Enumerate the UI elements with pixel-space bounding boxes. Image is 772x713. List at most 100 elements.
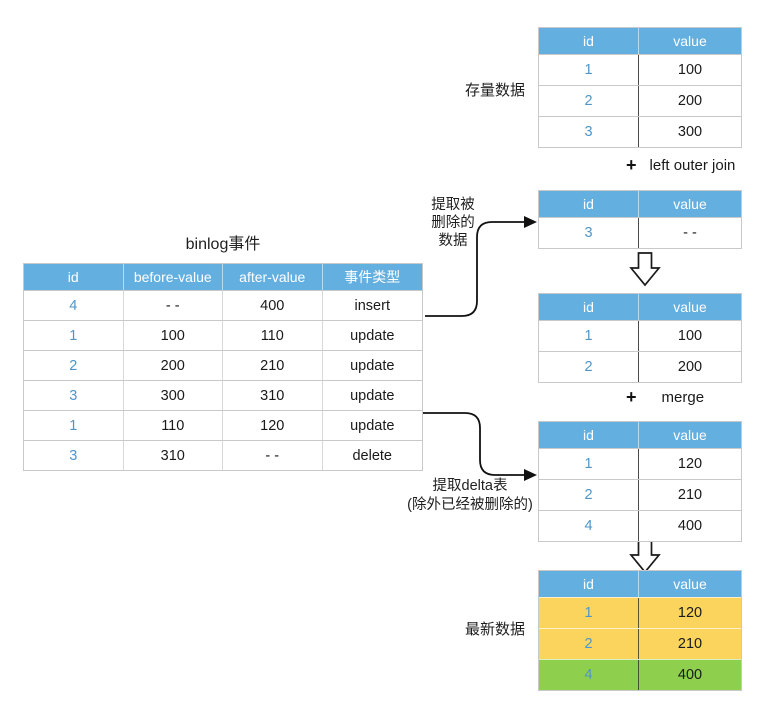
extract-delta-label: 提取delta表 (除外已经被删除的) [398, 477, 542, 515]
column-header-id: id [24, 264, 124, 290]
cell-value: 120 [677, 456, 703, 472]
delta-table: id value 1 120 2 210 4 400 [538, 421, 742, 542]
cell-after-value: 400 [223, 291, 323, 320]
cell-before-value: 110 [124, 411, 223, 440]
table-row: 1 100 [539, 54, 741, 85]
cell-after-value: - - [223, 441, 323, 470]
cell-id: 1 [539, 598, 639, 628]
table-row: 4 400 [539, 510, 741, 541]
table-row: 3 - - [539, 217, 741, 248]
plus-icon: + [626, 387, 637, 407]
column-header-id: id [539, 294, 639, 320]
cell-event-type: update [350, 417, 395, 434]
cell-value: 120 [677, 605, 703, 621]
table-row: 2 200 210 update [24, 350, 422, 380]
column-header-id: id [539, 571, 639, 597]
cell-after-value: 110 [223, 321, 323, 350]
column-header-id: id [539, 191, 639, 217]
table-header-row: id value [539, 571, 741, 597]
cell-id: 2 [539, 480, 639, 510]
cell-event-type: insert [354, 297, 390, 314]
column-header-id: id [539, 28, 639, 54]
cell-after-value: 310 [223, 381, 323, 410]
cell-id: 1 [539, 55, 639, 85]
table-row: 4 400 [539, 659, 741, 690]
cell-before-value: 300 [124, 381, 223, 410]
stock-data-table: id value 1 100 2 200 3 300 [538, 27, 742, 148]
cell-value: 200 [677, 359, 703, 375]
left-outer-join-operator: + left outer join [626, 155, 735, 175]
extract-delta-line: (除外已经被删除的) [407, 497, 533, 513]
extract-deleted-line: 数据 [438, 233, 468, 249]
table-row: 1 120 [539, 448, 741, 479]
table-header-row: id value [539, 422, 741, 448]
column-header-value: value [673, 196, 707, 212]
table-row: 1 110 120 update [24, 410, 422, 440]
table-header-row: id value [539, 294, 741, 320]
table-row: 1 100 110 update [24, 320, 422, 350]
merge-operator: + merge [626, 387, 704, 407]
cell-value: 100 [677, 328, 703, 344]
cell-value: - - [683, 225, 697, 241]
cell-value: 400 [677, 518, 703, 534]
table-row: 2 200 [539, 85, 741, 116]
cell-before-value: 310 [124, 441, 223, 470]
cell-id: 3 [539, 117, 639, 147]
cell-value: 100 [677, 62, 703, 78]
cell-id: 2 [24, 351, 124, 380]
table-row: 1 120 [539, 597, 741, 628]
extract-deleted-line: 删除的 [431, 215, 475, 231]
cell-value: 300 [677, 124, 703, 140]
table-row: 3 310 - - delete [24, 440, 422, 470]
cell-id: 1 [539, 449, 639, 479]
merge-label: merge [661, 388, 705, 406]
block-down-arrow-icon [629, 252, 661, 287]
cell-id: 1 [539, 321, 639, 351]
column-header-event-type: 事件类型 [344, 269, 401, 285]
cell-event-type: update [350, 387, 395, 404]
cell-id: 3 [539, 218, 639, 248]
cell-before-value: - - [124, 291, 223, 320]
cell-before-value: 100 [124, 321, 223, 350]
cell-id: 1 [24, 411, 124, 440]
table-header-row: id before-value after-value 事件类型 [24, 264, 422, 290]
cell-id: 2 [539, 86, 639, 116]
cell-value: 210 [677, 487, 703, 503]
cell-id: 1 [24, 321, 124, 350]
table-row: 4 - - 400 insert [24, 290, 422, 320]
column-header-after-value: after-value [223, 264, 323, 290]
cell-before-value: 200 [124, 351, 223, 380]
column-header-before-value: before-value [124, 264, 223, 290]
table-row: 1 100 [539, 320, 741, 351]
cell-value: 210 [677, 636, 703, 652]
table-header-row: id value [539, 28, 741, 54]
cell-value: 400 [677, 667, 703, 683]
cell-event-type: update [350, 327, 395, 344]
cell-id: 4 [24, 291, 124, 320]
latest-data-label: 最新数据 [464, 621, 525, 638]
column-header-value: value [673, 576, 707, 592]
curved-arrow-extract-delta-icon [423, 412, 537, 481]
extract-deleted-label: 提取被 删除的 数据 [413, 196, 493, 250]
column-header-value: value [673, 33, 707, 49]
extract-delta-line: 提取delta表 [432, 478, 508, 494]
table-row: 3 300 [539, 116, 741, 147]
latest-data-table: id value 1 120 2 210 4 400 [538, 570, 742, 691]
binlog-events-table: id before-value after-value 事件类型 4 - - 4… [23, 263, 423, 471]
cell-after-value: 120 [223, 411, 323, 440]
table-header-row: id value [539, 191, 741, 217]
column-header-id: id [539, 422, 639, 448]
cell-id: 2 [539, 629, 639, 659]
cell-after-value: 210 [223, 351, 323, 380]
cell-value: 200 [677, 93, 703, 109]
table-row: 2 210 [539, 479, 741, 510]
cell-id: 3 [24, 381, 124, 410]
cell-id: 2 [539, 352, 639, 382]
cell-event-type: delete [352, 447, 392, 464]
extract-deleted-line: 提取被 [431, 197, 475, 213]
plus-icon: + [626, 155, 637, 175]
cell-id: 4 [539, 511, 639, 541]
block-down-arrow-icon [629, 539, 661, 574]
table-row: 2 200 [539, 351, 741, 382]
after-join-table: id value 1 100 2 200 [538, 293, 742, 383]
